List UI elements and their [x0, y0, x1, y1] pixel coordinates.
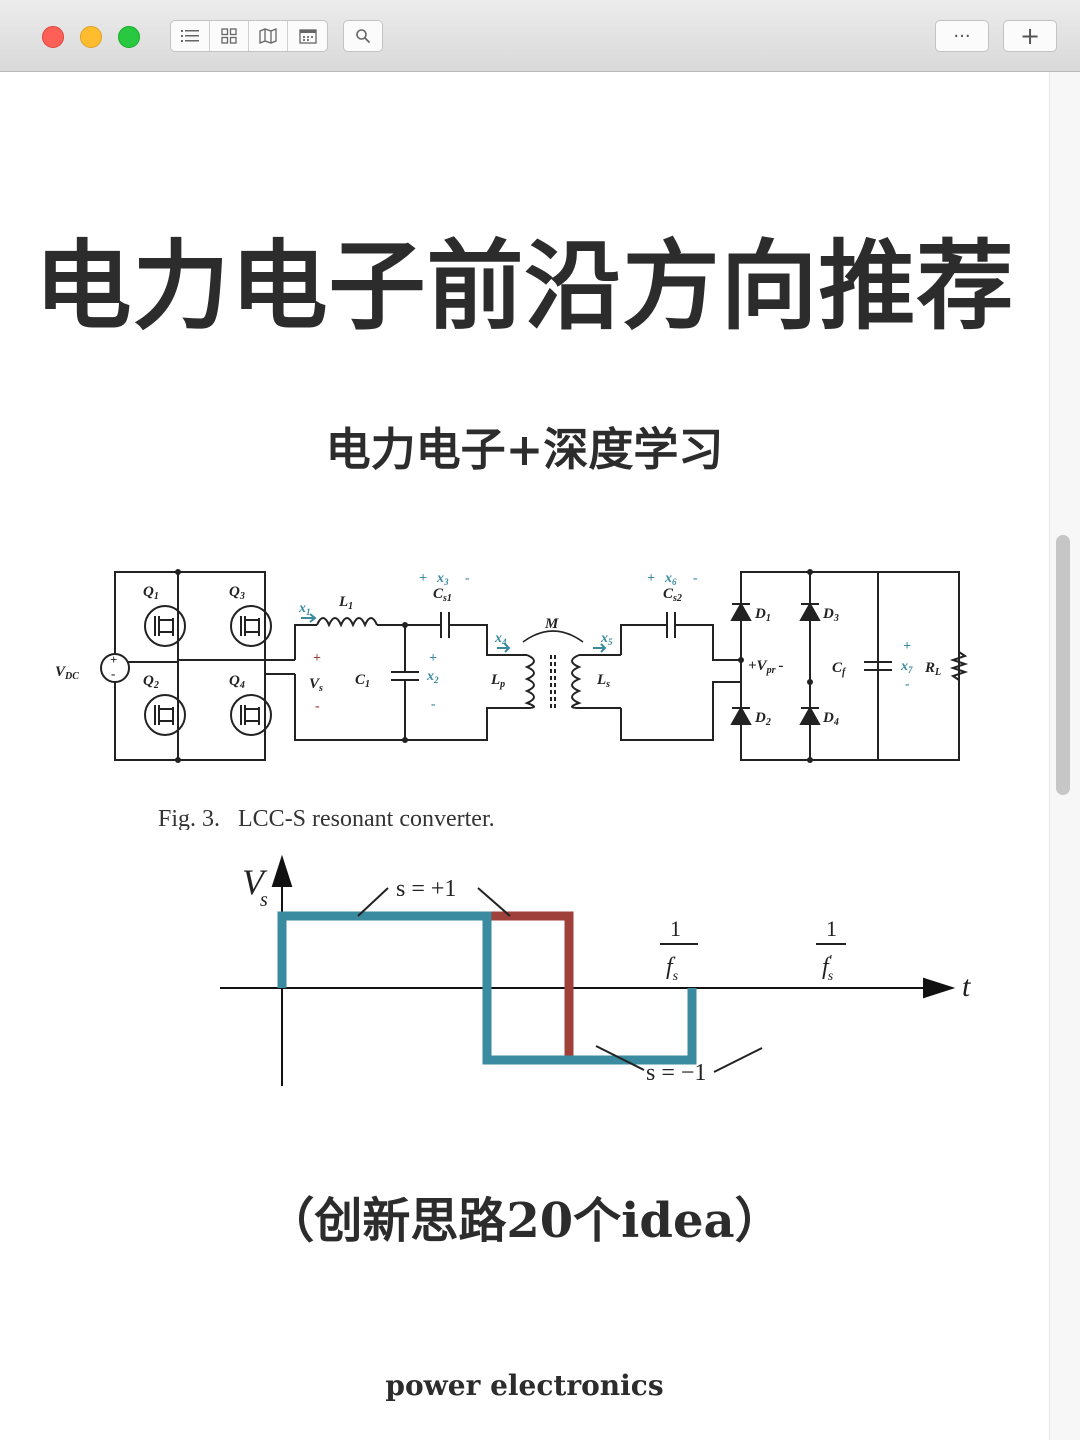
c1-label: C1: [355, 672, 370, 690]
q4-label: Q4: [229, 673, 245, 691]
close-window-button[interactable]: [42, 26, 64, 48]
x2-label: x2: [426, 669, 439, 685]
x1-label: x1: [298, 601, 311, 617]
cf-label: Cf: [832, 660, 847, 678]
list-icon: [181, 30, 199, 42]
x4-label: x4: [494, 631, 507, 647]
vdc-minus-sign: -: [111, 666, 115, 681]
vs-axis-arrowhead: [271, 854, 293, 887]
grid-icon: [221, 28, 237, 44]
x6-label: x6: [664, 571, 677, 587]
more-icon: ···: [953, 25, 971, 47]
x2-minus-sign: -: [431, 697, 436, 712]
x6-minus-sign: -: [693, 571, 698, 586]
d2-label: D2: [754, 710, 771, 728]
lp-label: Lp: [490, 672, 505, 690]
x6-plus-sign: +: [647, 571, 655, 586]
x3-plus-sign: +: [419, 571, 427, 586]
view-mode-group: [170, 20, 328, 52]
vdc-label: VDC: [55, 664, 79, 682]
ls-label: Ls: [596, 672, 610, 690]
search-button[interactable]: [343, 20, 383, 52]
s-minus-annotation: s = −1: [646, 1060, 706, 1086]
more-button[interactable]: ···: [935, 20, 989, 52]
grid-view-button[interactable]: [210, 21, 249, 51]
period-denominator: fs: [666, 954, 679, 984]
m-label: M: [544, 616, 559, 632]
vs-waveform-chart: Vs t s = +1 s = −1 1 fs 1 f′s: [220, 854, 971, 1086]
map-icon: [259, 28, 277, 44]
y-axis-label: Vs: [242, 862, 268, 911]
t-axis-arrowhead: [923, 977, 956, 999]
scrollbar-thumb[interactable]: [1056, 535, 1070, 795]
idea-caption: （创新思路20个idea）: [266, 1193, 783, 1249]
minimize-window-button[interactable]: [80, 26, 102, 48]
d4-label: D4: [822, 710, 839, 728]
calendar-icon: [298, 29, 317, 44]
vpr-label: +Vpr-: [748, 658, 783, 676]
add-button[interactable]: +: [1003, 20, 1057, 52]
s-plus-leader-right: [477, 887, 511, 917]
footer-text: power electronics: [385, 1369, 664, 1402]
vs-plus-sign: +: [313, 651, 321, 666]
scrollbar-track[interactable]: [1049, 72, 1080, 1440]
q2-label: Q2: [143, 673, 159, 691]
page-subtitle: 电力电子+深度学习: [325, 423, 724, 476]
cs1-label: Cs1: [433, 586, 452, 604]
s-minus-leader-left: [595, 1045, 645, 1071]
list-view-button[interactable]: [171, 21, 210, 51]
s-minus-leader-right: [713, 1047, 763, 1073]
vs-minus-sign: -: [315, 699, 320, 714]
cs2-label: Cs2: [663, 586, 682, 604]
zoom-window-button[interactable]: [118, 26, 140, 48]
s-plus-annotation: s = +1: [396, 876, 456, 902]
x7-minus-sign: -: [905, 677, 910, 692]
vdc-plus-sign: +: [110, 652, 117, 667]
page-title: 电力电子前沿方向推荐: [34, 230, 1015, 343]
q1-label: Q1: [143, 584, 159, 602]
map-view-button[interactable]: [249, 21, 288, 51]
search-icon: [356, 29, 371, 44]
x5-label: x5: [600, 631, 613, 647]
s-plus-leader-left: [357, 887, 389, 917]
chart-series-blue: [277, 911, 697, 1065]
add-icon: +: [1019, 22, 1041, 50]
calendar-view-button[interactable]: [288, 21, 327, 51]
x7-label: x7: [900, 659, 913, 675]
period-numerator: 1: [670, 916, 681, 941]
d1-label: D1: [754, 606, 771, 624]
lcc-s-circuit-diagram: VDC Q1 Q3 Q2 Q4 L1 Cs1 C1 Vs M Lp Ls Cs2…: [55, 569, 969, 830]
period-prime-numerator: 1: [826, 916, 837, 941]
d3-label: D3: [822, 606, 839, 624]
window-toolbar: ··· +: [0, 0, 1080, 72]
x3-label: x3: [436, 571, 449, 587]
x7-plus-sign: +: [903, 639, 911, 654]
vs-label: Vs: [309, 676, 323, 694]
l1-label: L1: [338, 594, 353, 612]
x3-minus-sign: -: [465, 571, 470, 586]
x-axis-label: t: [962, 970, 971, 1003]
x2-plus-sign: +: [429, 651, 437, 666]
period-prime-denominator: f′s: [822, 953, 834, 984]
figure-caption: Fig. 3. LCC-S resonant converter.: [158, 806, 495, 830]
q3-label: Q3: [229, 584, 245, 602]
rl-label: RL: [924, 660, 941, 678]
